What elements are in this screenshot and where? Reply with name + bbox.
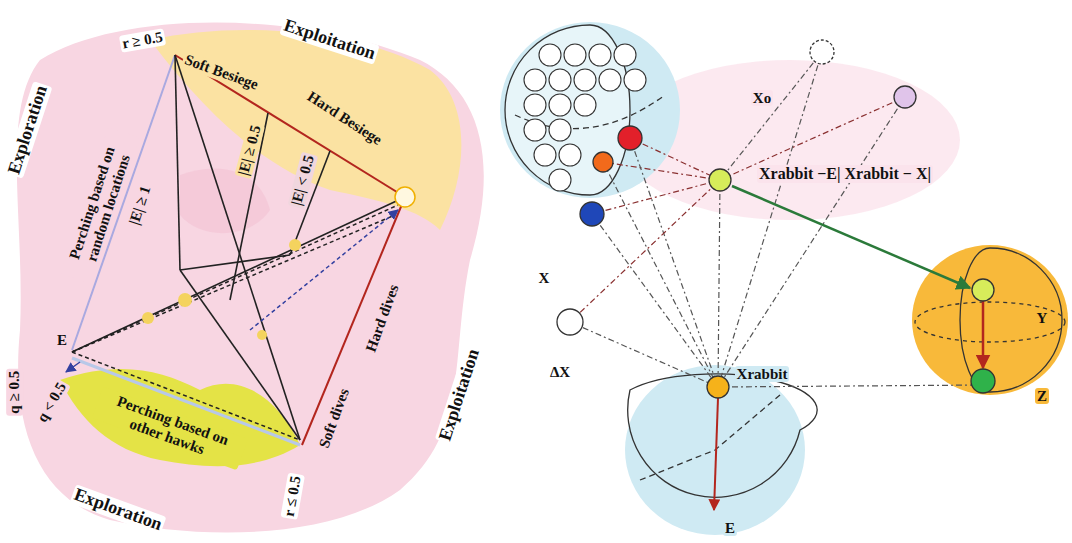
left-panel-ground	[17, 23, 484, 533]
illustration-part	[142, 312, 154, 324]
illustration-part	[580, 202, 604, 226]
diagram-label: Xrabbit −E| Xrabbit − X|	[757, 165, 933, 183]
illustration-part	[714, 398, 718, 510]
illustration-part	[592, 214, 718, 387]
illustration-part	[72, 215, 395, 352]
illustration-part	[72, 197, 405, 352]
illustration-part	[718, 97, 905, 387]
illustration-part	[175, 55, 300, 440]
illustration-part	[178, 293, 192, 307]
key-points	[557, 40, 995, 510]
diagram-label: ΔX	[548, 364, 572, 381]
illustration-part	[630, 138, 718, 387]
illustration-part	[395, 187, 415, 207]
hawk-circle	[524, 69, 546, 91]
illustration-part	[640, 395, 780, 480]
diagram-label: Z	[1035, 388, 1049, 405]
hawk-circle	[549, 119, 571, 141]
illustration-part	[570, 180, 720, 322]
illustration-part	[971, 369, 995, 393]
hawk-circle	[549, 169, 571, 191]
illustration-part	[709, 169, 731, 191]
illustration-part	[66, 362, 80, 372]
diagram-label: q ≥ 0.5	[6, 369, 23, 416]
illustration-part	[810, 40, 834, 64]
illustration-part	[180, 270, 300, 440]
hawk-circle	[624, 69, 646, 91]
hawk-circle	[549, 69, 571, 91]
right-panel-ground	[500, 22, 1068, 535]
illustration-part	[912, 245, 1068, 395]
illustration-part	[72, 205, 398, 352]
illustration-part	[915, 302, 1065, 342]
illustration-part	[732, 186, 970, 288]
sphere-outlines	[505, 25, 1065, 497]
illustration-part	[718, 180, 720, 387]
illustration-part	[17, 23, 484, 533]
illustration-part	[180, 168, 270, 233]
illustration-part	[302, 197, 405, 445]
dash-dot-links	[570, 52, 985, 387]
hawk-circle	[524, 94, 546, 116]
hawk-circle	[524, 119, 546, 141]
illustration-part	[982, 300, 985, 368]
diagram-label: E	[723, 520, 737, 537]
illustration-part	[593, 152, 613, 172]
illustration-part	[718, 52, 822, 387]
illustration-part	[557, 309, 583, 335]
illustration-part	[628, 374, 817, 497]
illustration-part	[960, 248, 1062, 392]
diagram-label: X	[537, 270, 552, 287]
illustration-part	[625, 365, 805, 535]
illustration-part	[894, 86, 916, 108]
illustration-part	[505, 25, 630, 195]
hawk-circles	[524, 44, 646, 191]
illustration-part	[500, 22, 680, 198]
hawk-circle	[574, 94, 596, 116]
hawk-circle	[534, 144, 556, 166]
illustration-part	[603, 162, 718, 387]
star-lines	[66, 55, 415, 445]
illustration-part	[707, 376, 729, 398]
hawk-circle	[589, 44, 611, 66]
illustration-part	[630, 138, 720, 180]
diagram-label: E	[55, 332, 69, 349]
hawk-circle	[549, 94, 571, 116]
illustration-part	[618, 126, 642, 150]
illustration-part	[718, 385, 985, 387]
hawk-circle	[614, 44, 636, 66]
illustration-part	[972, 279, 994, 301]
hawk-circle	[599, 69, 621, 91]
diagram-label: Xo	[751, 90, 773, 107]
illustration-part	[289, 239, 301, 251]
illustration-part	[175, 55, 180, 270]
illustration-part	[570, 322, 718, 387]
hawk-circle	[574, 69, 596, 91]
illustration-part	[720, 52, 822, 180]
illustration-part	[180, 255, 290, 270]
illustration-part	[603, 162, 720, 180]
illustration-part	[592, 180, 720, 214]
diagram-label: Xrabbit	[735, 366, 790, 383]
hawk-circle	[539, 44, 561, 66]
diagram-label: Y	[1035, 310, 1050, 327]
illustration-part	[257, 330, 267, 340]
hawk-circle	[564, 44, 586, 66]
hawk-circle	[559, 144, 581, 166]
